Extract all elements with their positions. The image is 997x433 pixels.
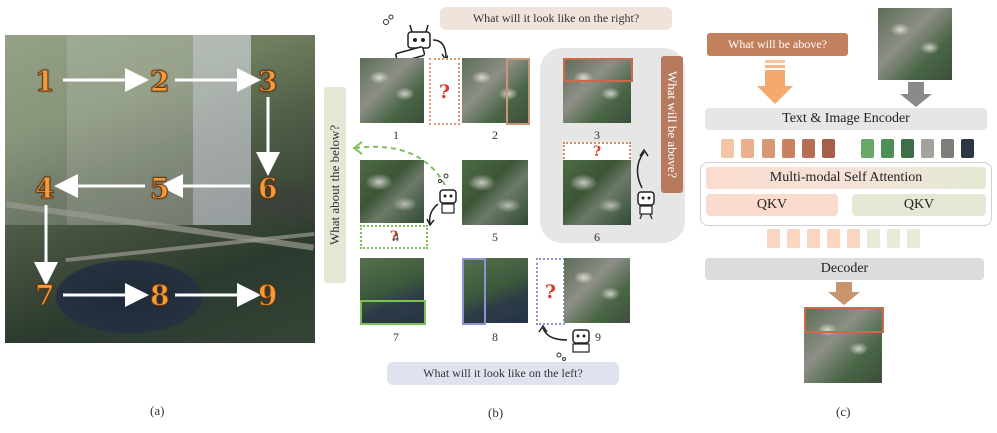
tile-5 [462, 160, 528, 225]
question-box-left: ? [536, 258, 565, 325]
output-token [827, 229, 840, 248]
attention-container [700, 162, 992, 226]
grid-number-9: 9 [257, 279, 278, 313]
tile-6 [563, 160, 631, 225]
tile-2-highlight [506, 58, 530, 125]
output-token [787, 229, 800, 248]
output-token [907, 229, 920, 248]
text-token [721, 139, 734, 158]
tile-caption-7: 7 [393, 330, 399, 344]
decoder: Decoder [705, 258, 984, 280]
grid-number-1: 1 [34, 65, 55, 99]
tile-caption-8: 8 [492, 330, 498, 344]
tile-2 [462, 58, 528, 123]
tile-caption-3: 3 [594, 128, 600, 142]
haze-region [193, 35, 251, 225]
grid-number-2: 2 [149, 65, 170, 99]
input-image [878, 8, 952, 80]
tile-9 [564, 258, 630, 323]
grid-number-7: 7 [34, 279, 55, 313]
tile-caption-2: 2 [492, 128, 498, 142]
image-token [961, 139, 974, 158]
question-box-right: ? [429, 58, 460, 125]
panel-label-c: (c) [836, 404, 851, 419]
robot-icon [426, 173, 457, 227]
text-token [782, 139, 795, 158]
tile-caption-4: 4 [393, 230, 399, 244]
text-token [802, 139, 815, 158]
robot-icon [383, 14, 448, 63]
dashed-arrow-below [352, 141, 446, 186]
tile-4 [360, 160, 424, 223]
output-token [867, 229, 880, 248]
aerial-image-grid: 1 2 3 4 5 6 7 8 9 [5, 35, 315, 343]
multimodal-self-attention: Multi-modal Self Attention [706, 167, 986, 189]
tile-caption-5: 5 [492, 230, 498, 244]
text-image-encoder: Text & Image Encoder [705, 108, 987, 130]
traversal-arrows [34, 68, 280, 307]
grid-number-8: 8 [149, 279, 170, 313]
output-token [887, 229, 900, 248]
text-token [741, 139, 754, 158]
output-token [847, 229, 860, 248]
grid-number-5: 5 [149, 172, 170, 206]
image-token [861, 139, 874, 158]
robot-icon [538, 324, 590, 361]
tile-7-highlight [360, 300, 426, 325]
tile-3 [563, 58, 631, 123]
panel-label-a: (a) [150, 403, 165, 418]
text-token [762, 139, 775, 158]
image-token [921, 139, 934, 158]
tile-8 [462, 258, 528, 323]
tile-3-highlight [563, 58, 633, 82]
image-input-arrow [900, 82, 932, 107]
output-token [807, 229, 820, 248]
panel-label-b: (b) [488, 405, 504, 420]
output-image [804, 307, 882, 383]
prompt-above-bubble: What will be above? [707, 33, 848, 56]
output-image-highlight [804, 307, 884, 333]
qkv-image: QKV [852, 194, 986, 216]
grid-number-4: 4 [34, 172, 55, 206]
tile-caption-6: 6 [594, 230, 600, 244]
grid-number-6: 6 [257, 172, 278, 206]
image-token [941, 139, 954, 158]
tile-7 [360, 258, 424, 323]
qkv-text: QKV [706, 194, 838, 216]
question-box-above: ? [563, 142, 631, 162]
output-token [767, 229, 780, 248]
tile-1 [360, 58, 424, 123]
tile-caption-9: 9 [595, 330, 601, 344]
tile-8-highlight [462, 258, 486, 325]
image-token [881, 139, 894, 158]
image-token [901, 139, 914, 158]
grid-number-3: 3 [257, 65, 278, 99]
question-box-below: ? [360, 225, 428, 249]
text-input-arrow [757, 60, 793, 104]
prompt-above-label: What will be above? [661, 56, 683, 193]
robot-icon [636, 148, 655, 220]
tile-caption-1: 1 [393, 128, 399, 142]
prompt-right-bubble: What will it look like on the right? [440, 7, 672, 30]
prompt-below-label: What about the below? [324, 87, 346, 283]
prompt-left-bubble: What will it look like on the left? [387, 362, 619, 385]
decoder-output-arrow [828, 282, 860, 305]
text-token [822, 139, 835, 158]
